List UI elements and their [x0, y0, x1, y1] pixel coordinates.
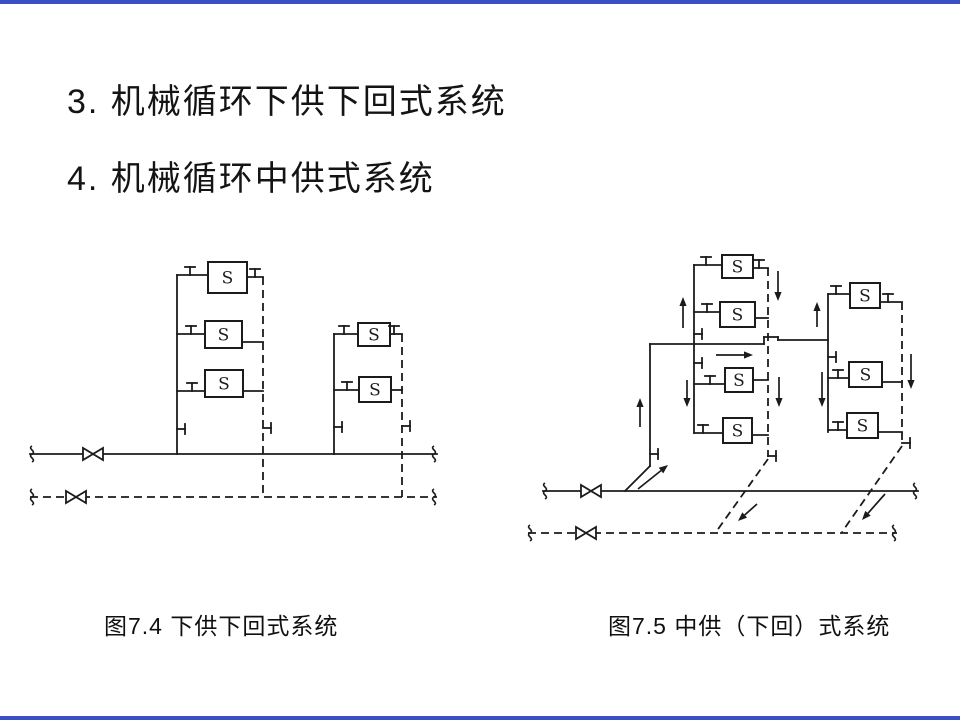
pipe-break-icon	[527, 524, 533, 542]
radiator-box	[358, 376, 392, 403]
radiator-box	[846, 412, 879, 439]
radiator-label: S	[860, 366, 872, 386]
flow-arrow-head	[813, 302, 821, 311]
gate-valve-icon	[65, 489, 78, 505]
flow-arrow-head	[683, 398, 691, 407]
fig-7-5-middle-supply-system: S S S S S S S	[527, 254, 919, 542]
radiator-label: S	[369, 381, 381, 401]
fig-7-4-bottom-supply-bottom-return-system: S S S S S	[29, 261, 438, 506]
gate-valve-icon	[74, 489, 87, 505]
gate-valve-icon	[91, 446, 104, 462]
radiator-box	[724, 367, 754, 393]
radiator-box	[849, 282, 881, 309]
gate-valve-icon	[584, 525, 597, 541]
heading-1: 3. 机械循环下供下回式系统	[67, 83, 507, 121]
radiator-label: S	[368, 326, 380, 346]
radiator-box	[719, 301, 756, 328]
return-pipe-segment	[715, 458, 769, 533]
flow-arrow-head	[738, 512, 748, 521]
radiator-label: S	[732, 258, 744, 278]
flow-arrow	[744, 503, 758, 516]
flow-arrow-head	[658, 465, 668, 474]
figure-caption-7-4: 图7.4 下供下回式系统	[104, 613, 339, 639]
slide-top-rule	[0, 0, 960, 4]
gate-valve-icon	[580, 483, 593, 499]
flow-arrow	[867, 493, 886, 514]
pipe-break-icon	[431, 445, 437, 463]
flow-arrow-head	[818, 398, 826, 407]
radiator-label: S	[732, 306, 744, 326]
gate-valve-icon	[82, 446, 95, 462]
figure-caption-7-5: 图7.5 中供（下回）式系统	[608, 613, 891, 639]
radiator-label: S	[857, 417, 869, 437]
radiator-label: S	[218, 375, 230, 395]
flow-arrow-head	[774, 292, 782, 301]
radiator-box	[207, 261, 248, 294]
flow-arrow-head	[862, 510, 871, 520]
flow-arrow-head	[744, 351, 753, 359]
gate-valve-icon	[575, 525, 588, 541]
pipe-break-icon	[29, 445, 35, 463]
radiator-box	[722, 417, 753, 444]
radiator-box	[204, 320, 243, 349]
radiator-label: S	[222, 269, 234, 289]
radiator-box	[204, 369, 244, 398]
radiator-label: S	[733, 371, 745, 391]
slide-bottom-rule	[0, 716, 960, 720]
radiator-label: S	[218, 326, 230, 346]
pipe-segment	[623, 464, 652, 493]
pipe-break-icon	[912, 482, 918, 500]
gate-valve-icon	[589, 483, 602, 499]
radiator-box	[848, 361, 883, 388]
radiator-box	[721, 254, 754, 279]
return-pipe-segment	[841, 445, 903, 533]
flow-arrow-head	[775, 398, 783, 407]
radiator-label: S	[732, 422, 744, 442]
heading-2: 4. 机械循环中供式系统	[67, 160, 435, 198]
pipe-break-icon	[542, 482, 548, 500]
radiator-box	[357, 322, 391, 347]
pipe-break-icon	[891, 524, 897, 542]
pipe-break-icon	[431, 488, 437, 506]
pipe-break-icon	[29, 488, 35, 506]
flow-arrow-head	[907, 380, 915, 389]
flow-arrow	[637, 469, 662, 490]
flow-arrow-head	[636, 398, 644, 407]
radiator-label: S	[859, 287, 871, 307]
flow-arrow-head	[679, 297, 687, 306]
